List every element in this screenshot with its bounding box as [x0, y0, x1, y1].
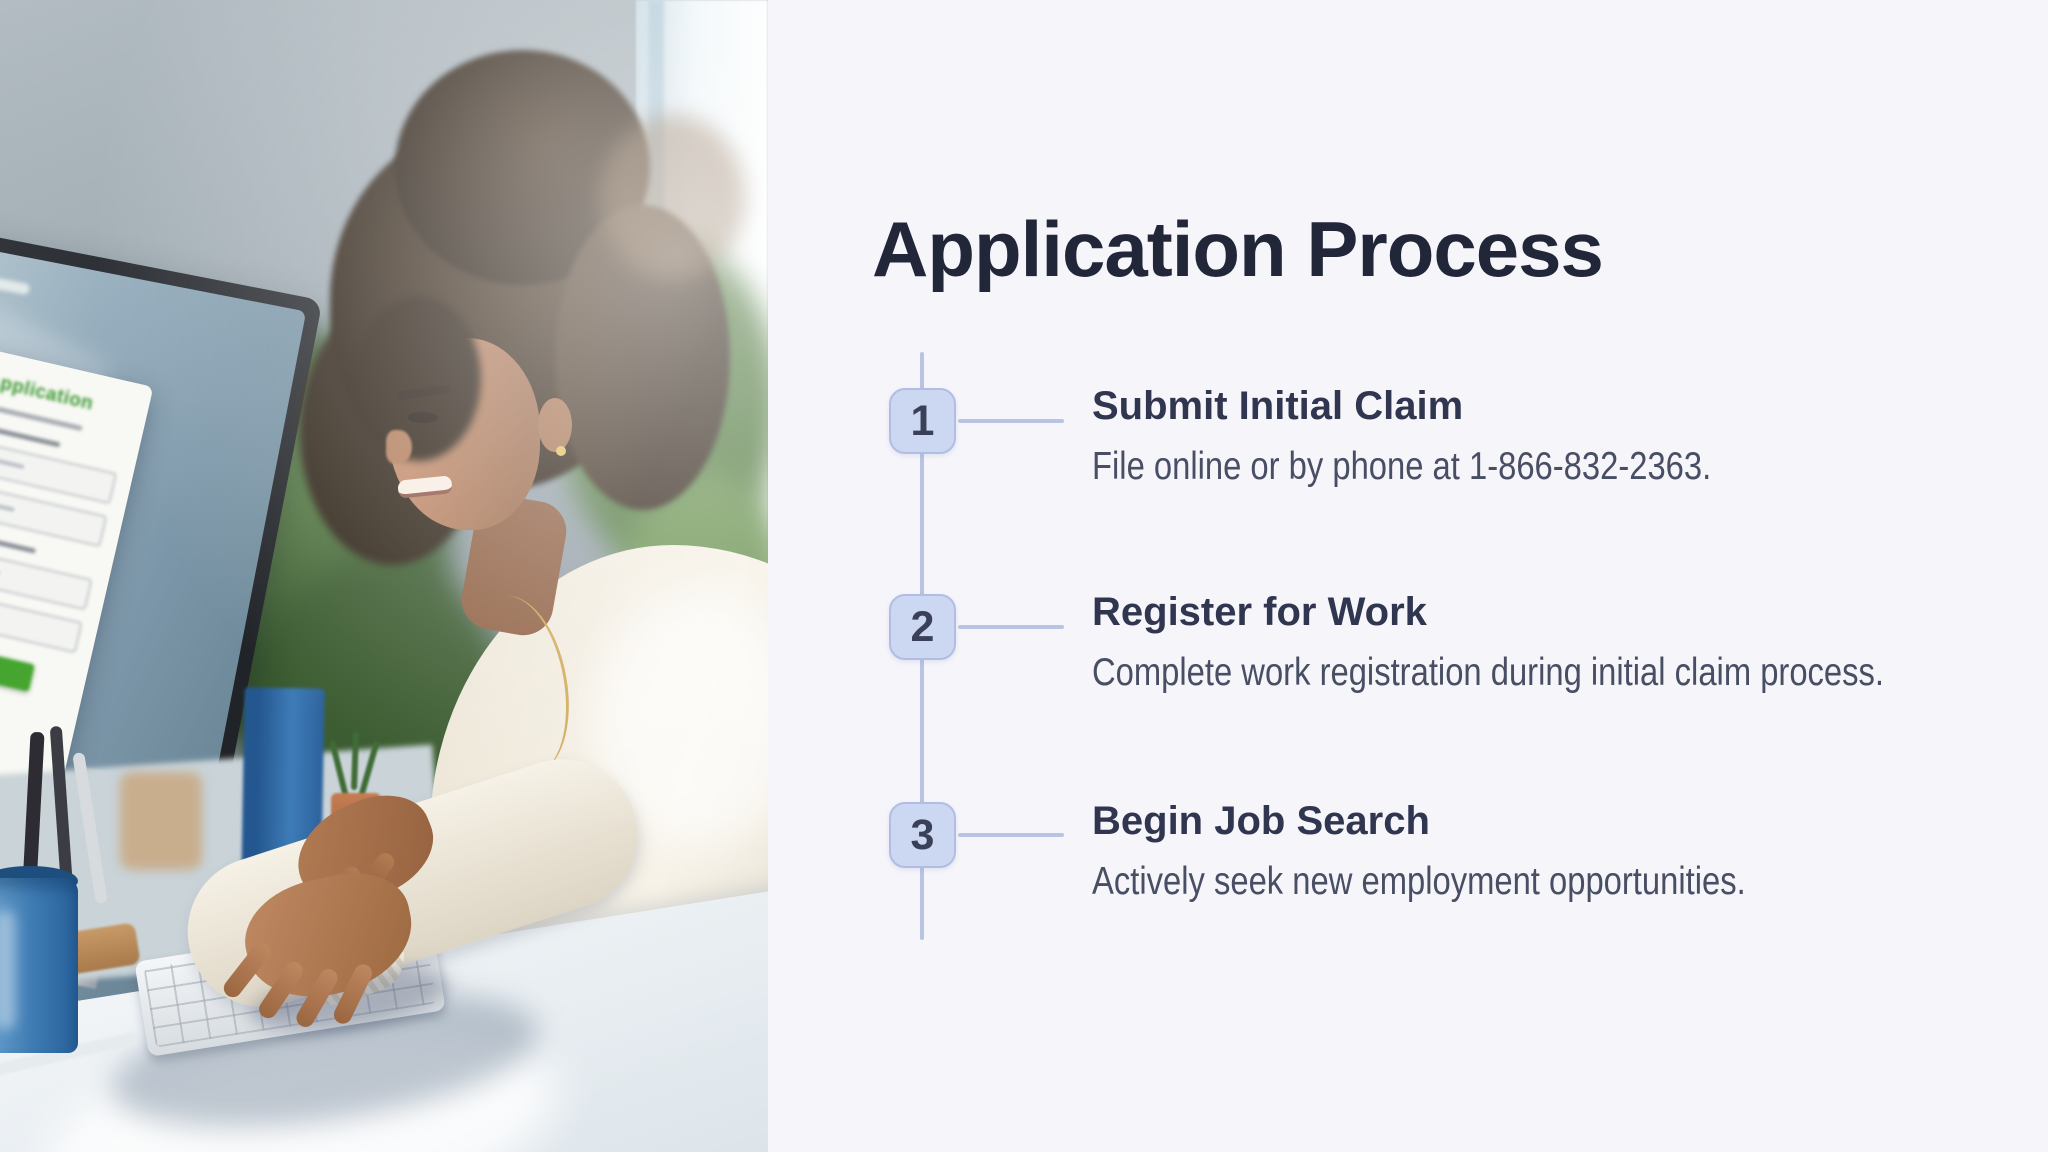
photo-woman-filling-application: Application — [0, 0, 768, 1152]
step-2-description: Complete work registration during initia… — [1092, 651, 1885, 694]
step-1-description: File online or by phone at 1-866-832-236… — [1092, 445, 1712, 488]
step-2-connector-line — [958, 625, 1064, 629]
window-light-glow — [0, 0, 768, 1152]
step-1-item: Submit Initial Claim File online or by p… — [1092, 383, 2012, 490]
step-1-title: Submit Initial Claim — [1092, 384, 1464, 428]
step-2-number-badge: 2 — [889, 594, 956, 660]
step-2-item: Register for Work Complete work registra… — [1092, 589, 2012, 696]
step-3-title: Begin Job Search — [1092, 799, 1430, 843]
step-1-number-badge: 1 — [889, 388, 956, 454]
step-3-number-badge: 3 — [889, 802, 956, 868]
step-1-connector-line — [958, 419, 1064, 423]
page-title: Application Process — [872, 205, 1604, 293]
step-3-item: Begin Job Search Actively seek new emplo… — [1092, 798, 2012, 905]
step-2-title: Register for Work — [1092, 590, 1427, 634]
step-3-description: Actively seek new employment opportuniti… — [1092, 860, 1746, 903]
step-3-connector-line — [958, 833, 1064, 837]
